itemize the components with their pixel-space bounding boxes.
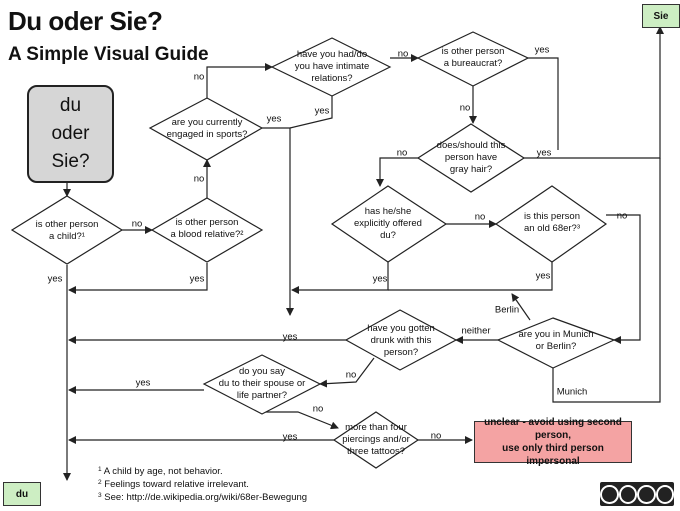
edge-bureaucrat-yes (528, 57, 559, 150)
edge-sports-no (206, 63, 273, 98)
label-child-no: no (131, 218, 143, 230)
diamond-intimate (270, 37, 392, 97)
diamond-68er (494, 185, 608, 263)
start-line-1: du (59, 95, 82, 116)
terminal-du: du (3, 482, 41, 506)
label-child-yes: yes (47, 273, 63, 285)
label-drunk-yes: yes (282, 331, 298, 343)
by-icon (618, 484, 637, 504)
label-piercings-no: no (430, 430, 442, 442)
page-title: Du oder Sie? (8, 6, 163, 36)
diamond-sports (148, 97, 264, 161)
label-68er-yes: yes (535, 270, 551, 282)
diamond-piercings (332, 411, 420, 469)
diamond-child (10, 195, 124, 265)
diamond-bureaucrat (416, 31, 530, 87)
label-city-berlin: Berlin (494, 304, 520, 316)
diamond-relative (150, 197, 264, 263)
start-line-2: oder (51, 123, 90, 144)
label-city-neither: neither (461, 325, 491, 337)
footnote-2: 2 Feelings toward relative irrelevant. (98, 479, 249, 490)
edge-intimate-yes (289, 96, 333, 129)
label-spouse-no: no (312, 403, 324, 415)
nc-icon (637, 484, 656, 504)
diamond-drunk (344, 309, 458, 371)
label-offered-no: no (474, 211, 486, 223)
start-node: du oder Sie? (27, 85, 114, 183)
nd-icon (655, 484, 674, 504)
terminal-sie: Sie (642, 4, 680, 28)
label-gray-no: no (396, 147, 408, 159)
label-bureaucrat-yes: yes (534, 44, 550, 56)
edge-munich-sie (552, 158, 661, 403)
label-offered-yes: yes (372, 273, 388, 285)
label-intimate-no: no (397, 48, 409, 60)
footnote-3: 3 See: http://de.wikipedia.org/wiki/68er… (98, 492, 308, 503)
warning-line-1: unclear - avoid using second person, (484, 417, 622, 441)
label-bureaucrat-no: no (459, 102, 471, 114)
diamond-city (496, 317, 616, 369)
page-subtitle: A Simple Visual Guide (8, 44, 209, 65)
cc-icon (600, 484, 619, 504)
label-spouse-yes: yes (135, 377, 151, 389)
warning-line-2: use only third person impersonal (502, 443, 604, 467)
footnote-1: 1 A child by age, not behavior. (98, 466, 223, 477)
label-sports-no: no (193, 71, 205, 83)
edge-gray-no (376, 157, 418, 187)
edge-68er-no (606, 214, 641, 344)
edge-68er-yes (388, 254, 553, 291)
edge-spouse-no (262, 411, 339, 430)
diamond-gray (416, 123, 526, 193)
edge-sports-yes (262, 127, 294, 316)
label-city-munich: Munich (556, 386, 588, 398)
edge-city-berlin (511, 293, 531, 321)
warning-node: unclear - avoid using second person, use… (474, 417, 632, 467)
diamond-offered (330, 185, 448, 263)
edge-to-sie (558, 26, 664, 159)
label-drunk-no: no (345, 369, 357, 381)
label-gray-yes: yes (536, 147, 552, 159)
edge-relative-yes (68, 263, 208, 294)
label-intimate-yes: yes (314, 105, 330, 117)
label-relative-yes: yes (189, 273, 205, 285)
edge-drunk-no (319, 357, 375, 388)
label-68er-no: no (616, 210, 628, 222)
label-piercings-yes: yes (282, 431, 298, 443)
label-relative-no: no (193, 173, 205, 185)
cc-license-badge (600, 482, 674, 506)
label-sports-yes: yes (266, 113, 282, 125)
diamond-spouse (202, 354, 322, 415)
start-line-3: Sie? (51, 151, 90, 172)
